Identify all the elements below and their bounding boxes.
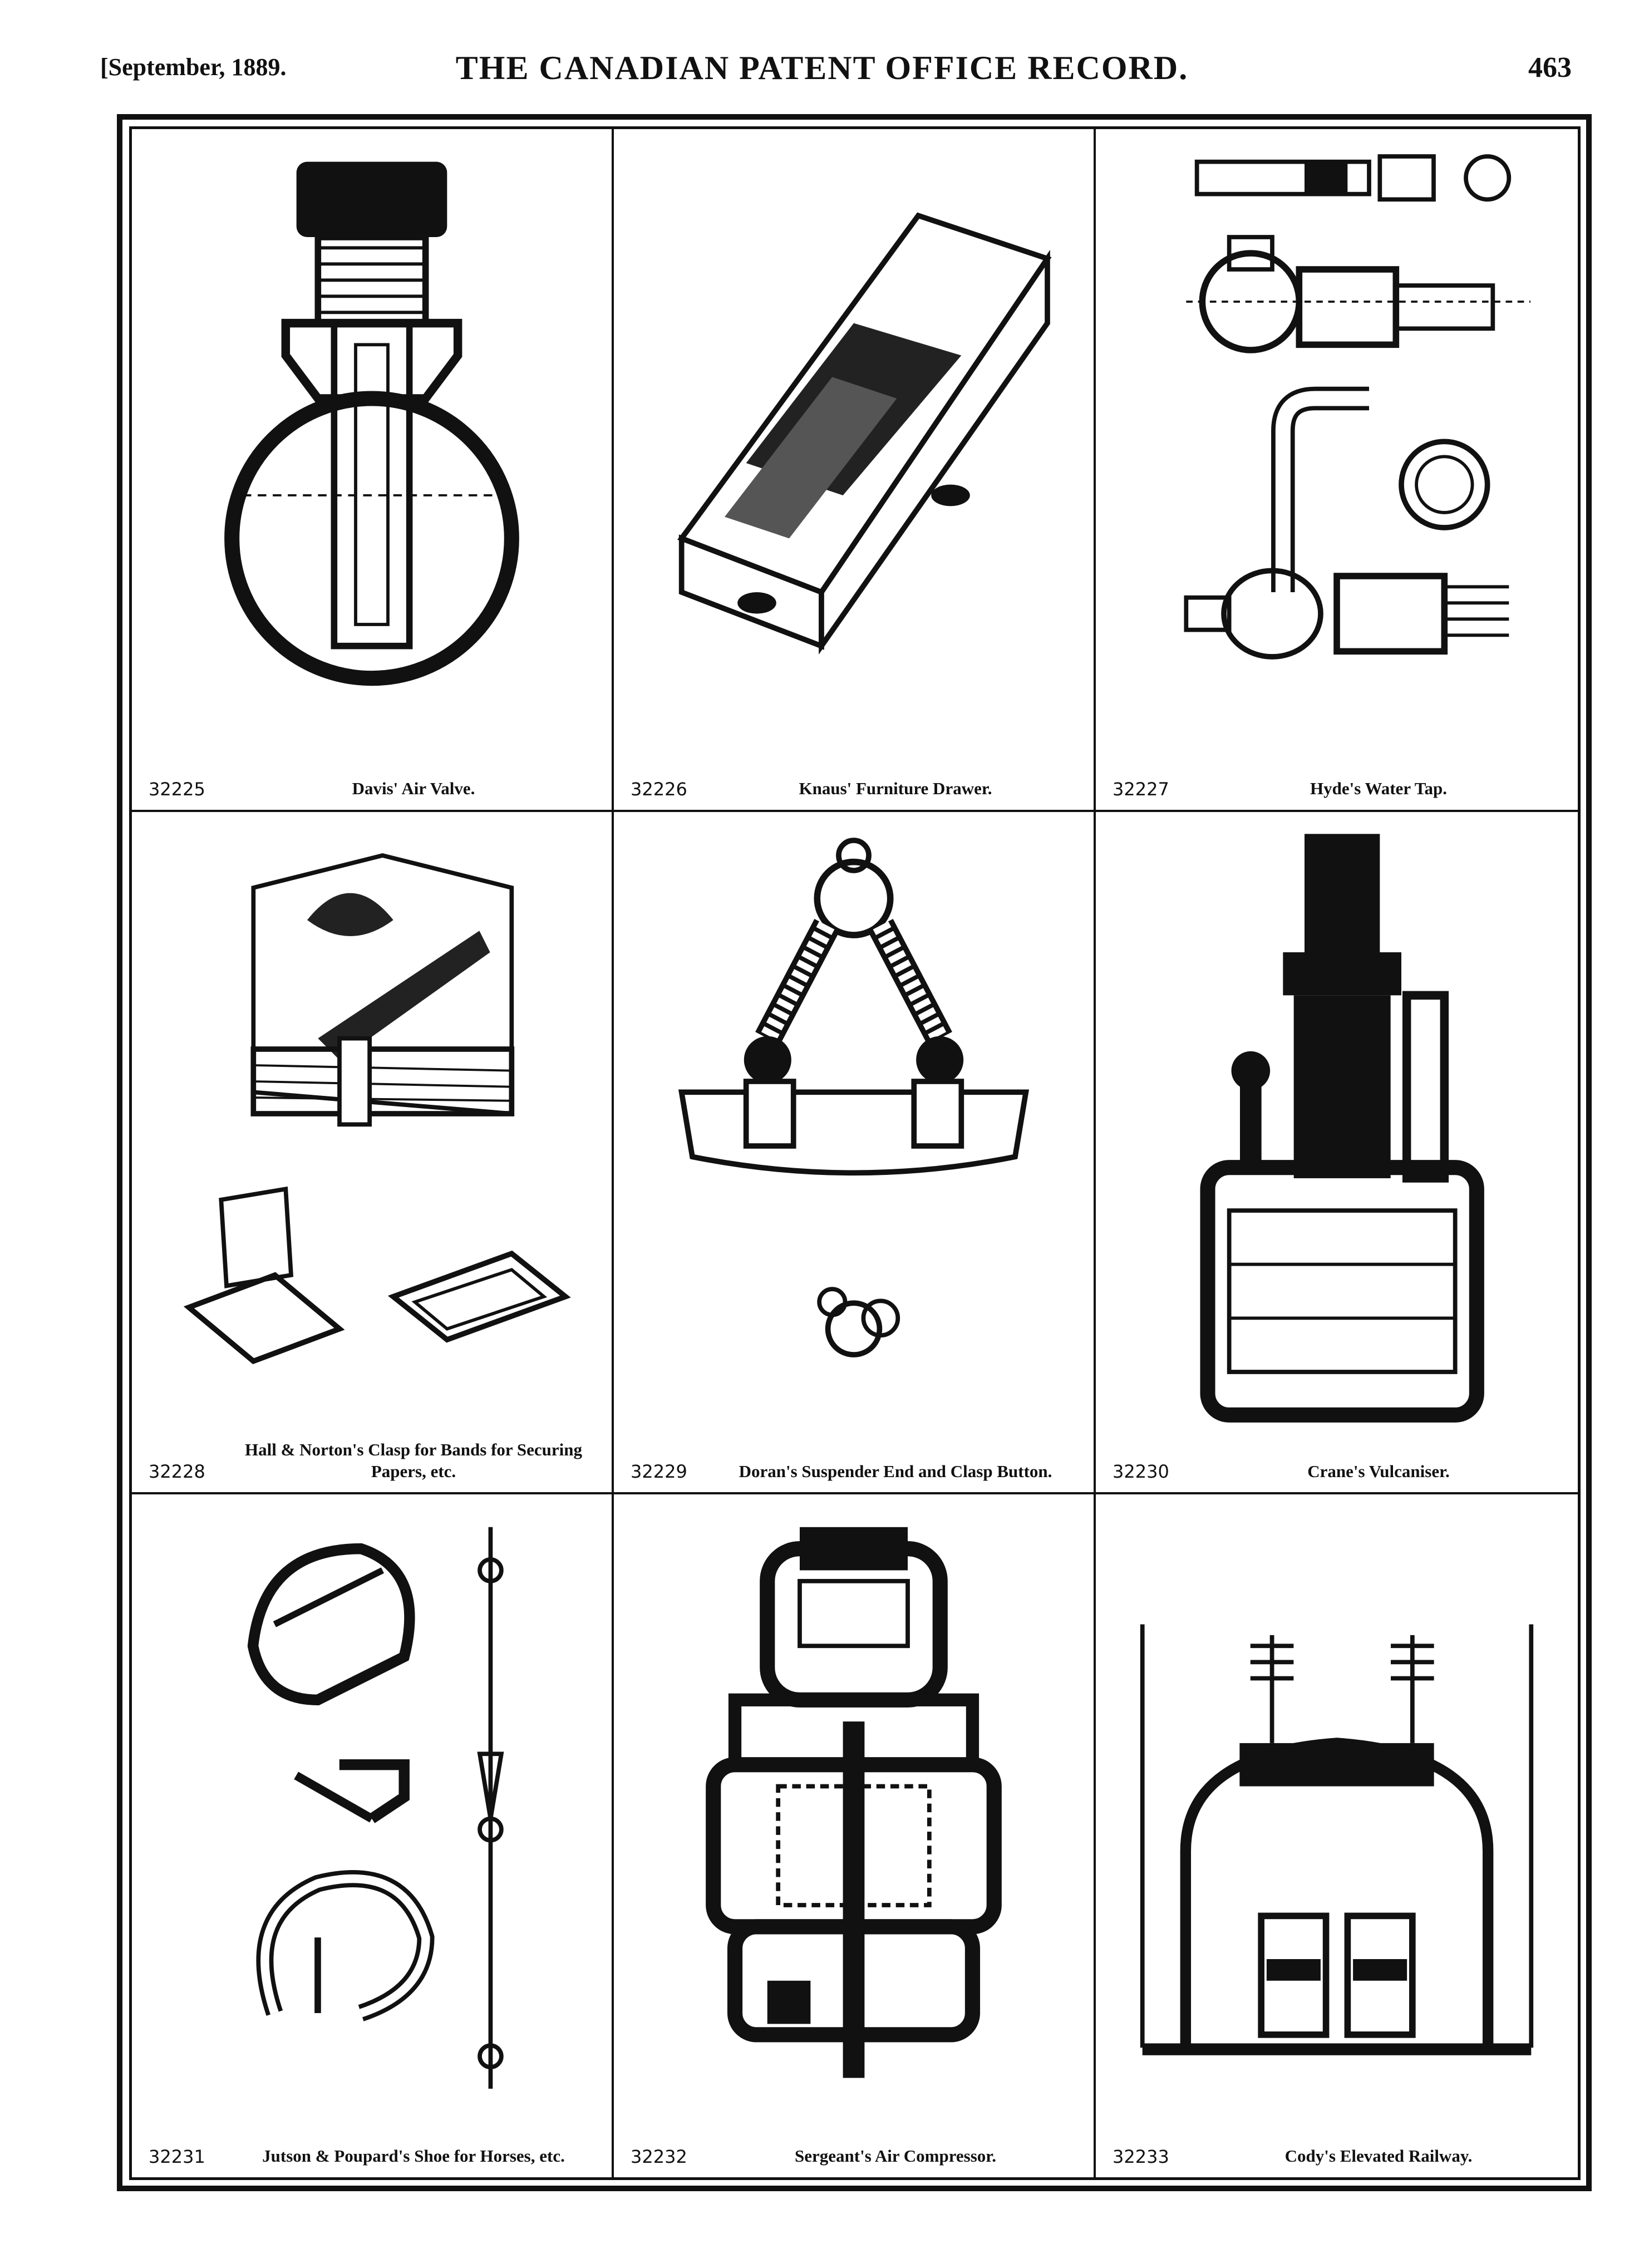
patent-caption: 32229 Doran's Suspender End and Clasp Bu…: [614, 1426, 1094, 1482]
band-clasp-illustration: [143, 823, 600, 1426]
suspender-end-illustration: [625, 823, 1082, 1426]
patent-title: Doran's Suspender End and Clasp Button.: [739, 1461, 1052, 1481]
patent-cell: 32228 Hall & Norton's Clasp for Bands fo…: [132, 811, 614, 1495]
patent-caption: 32233 Cody's Elevated Railway.: [1096, 2112, 1578, 2167]
air-compressor-illustration: [625, 1506, 1082, 2110]
water-tap-illustration: [1107, 140, 1567, 743]
patent-caption: 32227 Hyde's Water Tap.: [1096, 744, 1578, 800]
patent-title: Hyde's Water Tap.: [1310, 778, 1448, 798]
patent-number: 32232: [631, 2146, 687, 2167]
patent-number: 32231: [149, 2146, 205, 2167]
patent-cell: 32230 Crane's Vulcaniser.: [1096, 812, 1578, 1495]
patent-title: Knaus' Furniture Drawer.: [799, 778, 992, 798]
patent-title: Cody's Elevated Railway.: [1284, 2146, 1473, 2166]
patent-cell: 32225 Davis' Air Valve.: [132, 129, 614, 812]
patent-number: 32226: [631, 778, 687, 800]
vulcaniser-illustration: [1107, 823, 1567, 1426]
page-number: 463: [1528, 52, 1572, 83]
issue-date: [September, 1889.: [100, 53, 287, 81]
elevated-railway-illustration: [1107, 1506, 1567, 2110]
patent-number: 32227: [1113, 778, 1169, 800]
furniture-drawer-illustration: [625, 140, 1082, 743]
patent-cell: 32229 Doran's Suspender End and Clasp Bu…: [614, 811, 1096, 1495]
patent-title: Sergeant's Air Compressor.: [795, 2146, 996, 2166]
patent-grid: 32225 Davis' Air Valve. 32226 Knaus' Fur…: [132, 129, 1578, 2177]
patent-number: 32230: [1113, 1461, 1169, 1483]
patent-caption: 32232 Sergeant's Air Compressor.: [614, 2112, 1094, 2167]
page-border-outer: [117, 114, 1592, 2191]
patent-title: Jutson & Poupard's Shoe for Horses, etc.: [262, 2146, 565, 2166]
publication-title: THE CANADIAN PATENT OFFICE RECORD.: [455, 50, 1189, 86]
air-valve-illustration: [143, 140, 600, 743]
patent-caption: 32225 Davis' Air Valve.: [132, 744, 612, 800]
patent-cell: 32227 Hyde's Water Tap.: [1096, 129, 1578, 812]
patent-cell: 32226 Knaus' Furniture Drawer.: [614, 129, 1096, 812]
page-border-inner: [129, 126, 1581, 2180]
patent-number: 32225: [149, 778, 205, 800]
patent-cell: 32233 Cody's Elevated Railway.: [1096, 1494, 1578, 2177]
patent-number: 32229: [631, 1461, 687, 1483]
patent-caption: 32228 Hall & Norton's Clasp for Bands fo…: [132, 1426, 612, 1483]
patent-title: Crane's Vulcaniser.: [1307, 1461, 1450, 1481]
patent-title: Davis' Air Valve.: [352, 778, 475, 798]
page-header: [September, 1889. THE CANADIAN PATENT OF…: [0, 0, 1644, 128]
horse-shoe-illustration: [143, 1506, 600, 2110]
patent-caption: 32230 Crane's Vulcaniser.: [1096, 1426, 1578, 1482]
patent-number: 32228: [149, 1461, 205, 1483]
patent-cell: 32232 Sergeant's Air Compressor.: [614, 1494, 1096, 2177]
patent-caption: 32226 Knaus' Furniture Drawer.: [614, 744, 1094, 800]
patent-title: Hall & Norton's Clasp for Bands for Secu…: [245, 1439, 582, 1481]
patent-number: 32233: [1113, 2146, 1169, 2167]
patent-caption: 32231 Jutson & Poupard's Shoe for Horses…: [132, 2112, 612, 2167]
patent-cell: 32231 Jutson & Poupard's Shoe for Horses…: [132, 1494, 614, 2177]
